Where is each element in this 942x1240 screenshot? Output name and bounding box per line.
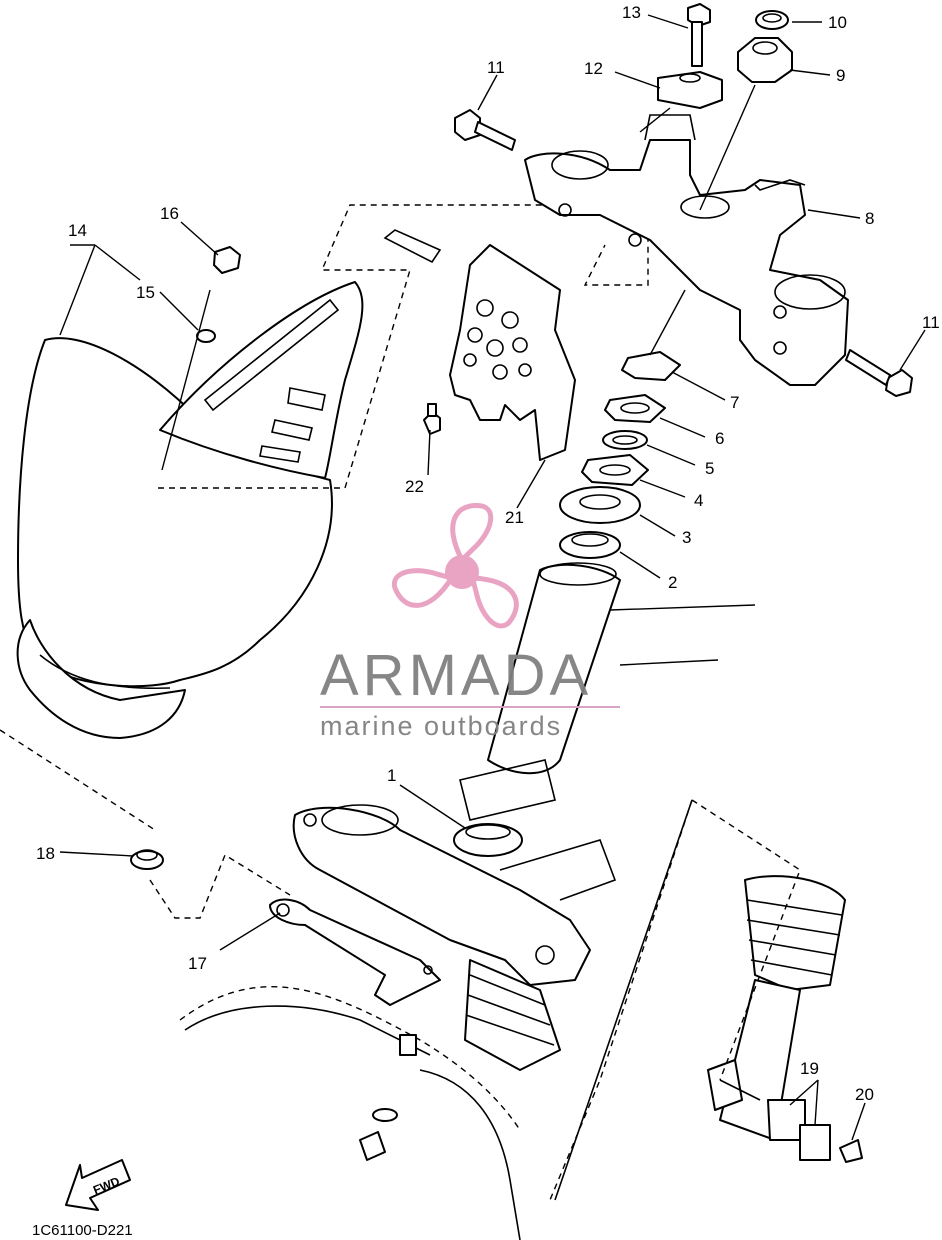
cable-guide [707, 1059, 831, 1161]
callout-10: 10 [828, 13, 847, 32]
bolt-11-left [454, 109, 516, 151]
watermark-propeller-logo [391, 503, 519, 629]
leader-lines [59, 14, 926, 1141]
fork-boot-left [464, 959, 561, 1071]
callout-16: 16 [160, 204, 179, 223]
upper-bearing [559, 531, 621, 559]
callout-11-right: 11 [922, 313, 940, 332]
bolt-22 [423, 403, 441, 435]
callout-9: 9 [836, 66, 845, 85]
steering-stem-nut [737, 37, 793, 83]
steering-stem [459, 562, 621, 821]
bolt-13 [687, 3, 711, 67]
callout-11-left: 11 [487, 58, 505, 77]
callout-7: 7 [730, 393, 739, 412]
stem-cap [755, 10, 789, 30]
fork-outline [549, 799, 801, 1201]
callout-17: 17 [188, 954, 207, 973]
washer [372, 1108, 398, 1122]
cable-holder-bracket [269, 898, 441, 1006]
rubber-washer [602, 430, 648, 450]
headlight-cowl [16, 281, 364, 739]
handlebar-holder [657, 71, 723, 109]
callout-15: 15 [136, 283, 155, 302]
callout-2: 2 [668, 573, 677, 592]
callout-12: 12 [584, 59, 603, 78]
callout-labels: 13 10 12 9 11 8 11 7 6 5 4 3 2 1 14 16 1… [36, 3, 940, 1104]
ring-nut-lower [581, 454, 649, 486]
callout-19: 19 [800, 1059, 819, 1078]
watermark-tagline: marine outboards [320, 711, 562, 741]
callout-5: 5 [705, 459, 714, 478]
upper-bracket [524, 114, 849, 386]
fork-outline-b [554, 799, 761, 1201]
callout-22: 22 [405, 477, 424, 496]
callout-20: 20 [855, 1085, 874, 1104]
bolt-16 [213, 246, 241, 274]
watermark-brand: ARMADA [320, 643, 592, 708]
headlight-mount-outline [158, 204, 649, 489]
diagram-code: 1C61100-D221 [32, 1222, 133, 1239]
collar [399, 1034, 417, 1056]
bolt-lower [359, 1131, 386, 1161]
lock-washer [621, 351, 681, 381]
bearing-cover [559, 486, 641, 524]
screw-20 [839, 1139, 863, 1163]
callout-14: 14 [68, 221, 87, 240]
callout-3: 3 [682, 528, 691, 547]
callout-1: 1 [387, 766, 396, 785]
frame-outline [179, 986, 521, 1240]
lower-bearing [453, 823, 523, 857]
callout-8: 8 [865, 209, 874, 228]
callout-6: 6 [715, 429, 724, 448]
bolt-11-right [845, 349, 913, 397]
watermark: ARMADA marine outboards [320, 503, 620, 741]
callout-21: 21 [505, 508, 524, 527]
callout-4: 4 [694, 491, 703, 510]
bracket-outline [0, 729, 291, 919]
grommet-18 [130, 849, 164, 870]
collar-15 [196, 329, 216, 343]
callout-18: 18 [36, 844, 55, 863]
lower-bracket [292, 804, 617, 986]
callout-13: 13 [622, 3, 641, 22]
ring-nut-upper [604, 394, 666, 423]
headlight-bracket [383, 229, 576, 461]
fwd-arrow: FWD [65, 1159, 131, 1211]
